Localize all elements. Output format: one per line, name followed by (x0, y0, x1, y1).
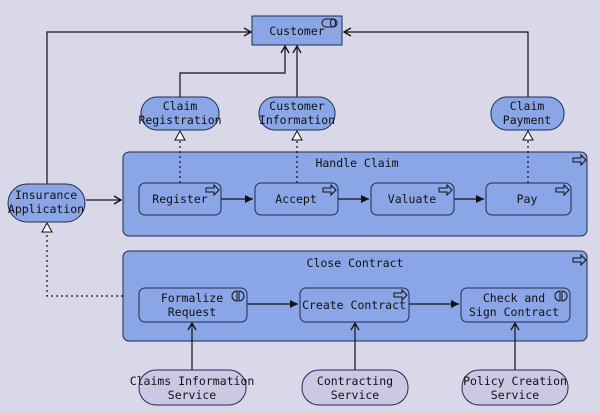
registration-to-customer-line (179, 44, 290, 98)
process-arrow-icon (205, 183, 220, 197)
close-contract-title: Close Contract (307, 256, 404, 270)
customer-label: Customer (269, 24, 324, 38)
process-arrow-icon (438, 183, 453, 197)
svg-text:Payment: Payment (503, 113, 551, 127)
svg-text:Claim: Claim (510, 99, 545, 113)
svg-text:Valuate: Valuate (388, 192, 437, 206)
contracting-service[interactable]: Contracting Service (301, 369, 409, 406)
handle-claim-process[interactable]: Handle Claim (122, 151, 588, 237)
step-pay[interactable]: Pay (485, 182, 572, 216)
step-create-contract[interactable]: Create Contract (299, 287, 410, 323)
svg-text:Check and: Check and (483, 291, 545, 305)
svg-text:Register: Register (152, 192, 207, 206)
process-arrow-icon (572, 153, 587, 167)
svg-text:Contracting: Contracting (317, 374, 393, 388)
handle-claim-title: Handle Claim (315, 156, 398, 170)
customer-node[interactable]: Customer (251, 15, 343, 46)
svg-text:Information: Information (259, 113, 335, 127)
policy-creation-service[interactable]: Policy Creation Service (461, 369, 569, 406)
svg-text:Formalize: Formalize (161, 291, 223, 305)
role-icon (321, 18, 338, 28)
svg-text:Service: Service (168, 388, 217, 402)
interaction-icon (231, 290, 245, 302)
svg-text:Request: Request (168, 305, 216, 319)
insurance-to-customer-line (46, 27, 253, 185)
svg-text:Accept: Accept (275, 192, 317, 206)
insurance-application-service[interactable]: Insurance Application (7, 183, 86, 223)
svg-text:Claims Information: Claims Information (130, 374, 255, 388)
claim-payment-service[interactable]: Claim Payment (490, 96, 565, 131)
svg-text:Policy Creation: Policy Creation (463, 374, 567, 388)
process-arrow-icon (572, 253, 587, 267)
svg-text:Service: Service (491, 388, 540, 402)
payment-to-customer-line (342, 27, 529, 98)
claim-registration-service[interactable]: Claim Registration (138, 96, 222, 131)
process-arrow-icon (393, 288, 408, 302)
svg-text:Create Contract: Create Contract (302, 298, 406, 312)
connections (41, 27, 534, 370)
svg-text:Customer: Customer (269, 99, 324, 113)
step-register[interactable]: Register (138, 182, 222, 216)
close-contract-realizes-application (41, 221, 123, 297)
step-formalize-request[interactable]: Formalize Request (138, 287, 248, 323)
step-accept[interactable]: Accept (254, 182, 339, 216)
svg-text:Registration: Registration (138, 113, 221, 127)
step-valuate[interactable]: Valuate (370, 182, 455, 216)
claims-information-service[interactable]: Claims Information Service (130, 369, 255, 406)
svg-text:Pay: Pay (517, 192, 538, 206)
step-check-and-sign-contract[interactable]: Check and Sign Contract (460, 287, 571, 323)
svg-text:Insurance: Insurance (15, 188, 77, 202)
svg-text:Claim: Claim (163, 99, 198, 113)
process-arrow-icon (322, 183, 337, 197)
svg-text:Sign Contract: Sign Contract (469, 305, 559, 319)
interaction-icon (554, 290, 568, 302)
customer-information-service[interactable]: Customer Information (258, 96, 336, 131)
svg-text:Application: Application (8, 202, 84, 216)
svg-text:Service: Service (331, 388, 380, 402)
process-arrow-icon (555, 183, 570, 197)
